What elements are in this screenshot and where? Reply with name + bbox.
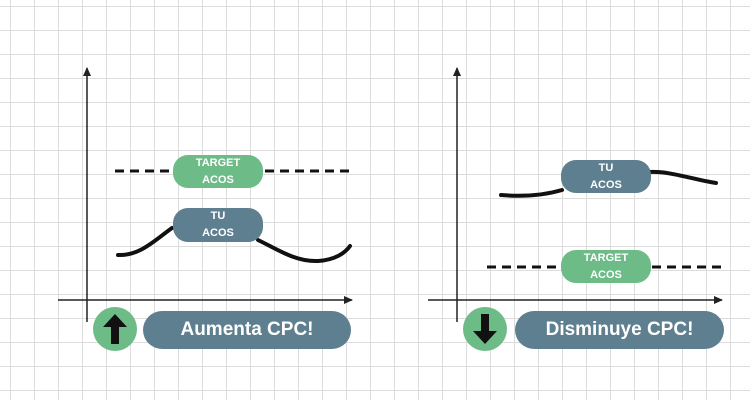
increase-cpc-label: Aumenta CPC! [143,311,351,349]
left-tu-label-line1: TU [210,210,226,222]
arrow-up-icon [93,307,137,351]
right-tu-curve [499,169,718,198]
right-target-label-line1: TARGET [583,251,629,264]
right-tu-label-line1: TU [598,161,614,174]
decrease-cpc-label: Disminuye CPC! [515,311,724,349]
arrow-down-glyph [473,314,497,344]
right-target-label-line2: ACOS [590,268,622,281]
left-tu-curve [116,226,352,264]
arrow-up-glyph [103,314,127,344]
left-tu-acos-pill: TU ACOS [173,208,263,242]
arrow-down-icon [463,307,507,351]
left-target-label-line2: ACOS [202,173,234,186]
left-target-label-line1: TARGET [195,156,241,169]
right-tu-acos-pill: TU ACOS [561,160,651,193]
left-target-acos-pill: TARGET ACOS [173,155,263,188]
right-target-acos-pill: TARGET ACOS [561,250,651,283]
right-tu-label-line2: ACOS [590,178,622,191]
left-tu-label-line2: ACOS [202,227,234,239]
